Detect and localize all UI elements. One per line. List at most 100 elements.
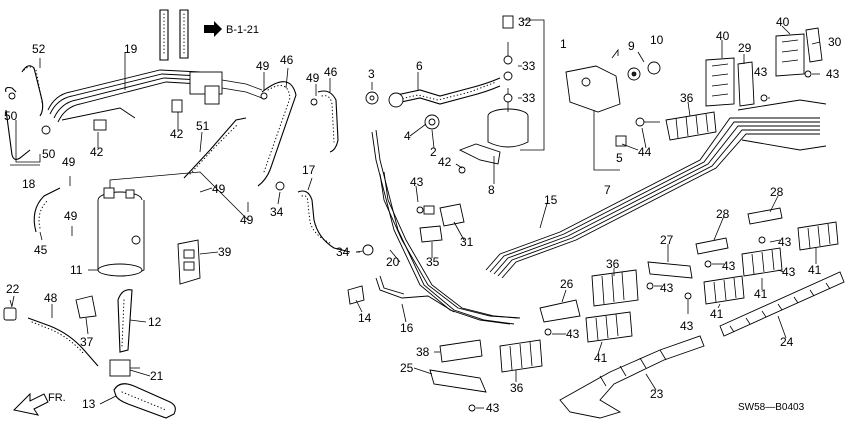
callout-22[interactable]: 22	[6, 282, 20, 296]
callout-51[interactable]: 51	[196, 119, 210, 133]
callout-1[interactable]: 1	[560, 37, 567, 51]
part-clip-14[interactable]	[347, 285, 365, 305]
part-hose-46a[interactable]	[257, 81, 297, 187]
callout-34-b[interactable]: 34	[336, 245, 350, 259]
part-vertical-hoses[interactable]	[159, 9, 189, 61]
callout-13[interactable]: 13	[82, 397, 96, 411]
part-bracket-28b[interactable]	[695, 237, 729, 255]
part-clamp-37[interactable]	[75, 295, 97, 319]
callout-6[interactable]: 6	[416, 59, 423, 73]
part-clamp-41d[interactable]	[585, 311, 633, 343]
part-junction-block[interactable]	[93, 71, 263, 131]
part-clip-34[interactable]	[355, 244, 374, 256]
callout-14[interactable]: 14	[358, 311, 372, 325]
callout-43-g[interactable]: 43	[660, 281, 674, 295]
part-bracket-25[interactable]	[429, 369, 487, 393]
callout-3[interactable]: 3	[368, 67, 375, 81]
callout-42-b[interactable]: 42	[90, 145, 104, 159]
part-bracket-8[interactable]	[458, 143, 501, 174]
callout-25[interactable]: 25	[400, 361, 414, 375]
part-clamp-41b[interactable]	[741, 247, 783, 277]
callout-43-f[interactable]: 43	[782, 265, 796, 279]
part-fuel-filter[interactable]	[487, 15, 529, 148]
callout-48[interactable]: 48	[44, 291, 58, 305]
part-bolt-44[interactable]	[635, 117, 660, 127]
part-washer-3[interactable]	[365, 91, 379, 105]
callout-36-c[interactable]: 36	[510, 381, 524, 395]
callout-41-a[interactable]: 41	[808, 263, 822, 277]
callout-43-a[interactable]: 43	[754, 65, 768, 79]
part-bracket-27[interactable]	[647, 261, 693, 279]
callout-34-a[interactable]: 34	[270, 205, 284, 219]
callout-45[interactable]: 45	[34, 243, 48, 257]
part-hose-13[interactable]	[113, 383, 176, 419]
callout-33-a[interactable]: 33	[522, 59, 536, 73]
section-reference[interactable]: B-1-21	[204, 21, 259, 37]
callout-33-b[interactable]: 33	[522, 91, 536, 105]
part-bolts-43-lower[interactable]	[416, 206, 766, 412]
callout-49-a[interactable]: 49	[256, 59, 270, 73]
callout-49-c[interactable]: 49	[62, 155, 76, 169]
part-protector-24[interactable]	[719, 271, 845, 337]
part-hose-45[interactable]	[33, 187, 61, 233]
part-hose-51[interactable]	[183, 117, 247, 179]
callout-41-c[interactable]: 41	[710, 307, 724, 321]
callout-20[interactable]: 20	[386, 255, 400, 269]
part-bracket-29[interactable]	[737, 61, 755, 107]
callout-36-b[interactable]: 36	[606, 257, 620, 271]
callout-49-e[interactable]: 49	[212, 182, 226, 196]
callout-28-a[interactable]: 28	[770, 185, 784, 199]
part-clamp-36b[interactable]	[591, 269, 639, 307]
part-bracket-26[interactable]	[539, 299, 581, 323]
callout-19[interactable]: 19	[124, 42, 138, 56]
callout-4[interactable]: 4	[404, 129, 411, 143]
part-protector-23[interactable]	[559, 335, 705, 419]
part-bracket-30[interactable]	[805, 27, 823, 63]
part-clamp-41a[interactable]	[797, 221, 839, 251]
callout-31[interactable]: 31	[460, 235, 474, 249]
callout-41-b[interactable]: 41	[754, 287, 768, 301]
callout-43-e[interactable]: 43	[722, 259, 736, 273]
callout-52[interactable]: 52	[32, 42, 46, 56]
part-hose-50[interactable]	[5, 109, 51, 166]
callout-24[interactable]: 24	[780, 335, 794, 349]
callout-12[interactable]: 12	[148, 315, 162, 329]
callout-23[interactable]: 23	[650, 387, 664, 401]
callout-43-b[interactable]: 43	[826, 67, 840, 81]
part-hose-6[interactable]	[388, 77, 501, 108]
part-clip-5[interactable]	[615, 135, 627, 147]
callout-11[interactable]: 11	[70, 263, 83, 277]
callout-50-left[interactable]: 50	[4, 109, 18, 123]
part-bolt-43-top[interactable]	[760, 70, 812, 102]
callout-15[interactable]: 15	[544, 193, 558, 207]
callout-32[interactable]: 32	[518, 15, 532, 29]
callout-16[interactable]: 16	[400, 321, 414, 335]
callout-30[interactable]: 30	[828, 35, 842, 49]
callout-38[interactable]: 38	[416, 345, 430, 359]
callout-18[interactable]: 18	[22, 177, 36, 191]
callout-7[interactable]: 7	[604, 183, 611, 197]
part-pipe-20[interactable]	[371, 129, 521, 325]
part-fitting-22[interactable]	[3, 299, 17, 321]
part-clip-35[interactable]	[419, 225, 443, 243]
callout-43-d[interactable]: 43	[778, 235, 792, 249]
part-pipe-16[interactable]	[375, 275, 455, 313]
callout-41-d[interactable]: 41	[594, 351, 608, 365]
callout-43-j[interactable]: 43	[486, 401, 500, 415]
callout-35[interactable]: 35	[426, 255, 440, 269]
part-clamp-41c[interactable]	[703, 275, 745, 305]
part-clamp-36c[interactable]	[499, 339, 543, 373]
callout-10[interactable]: 10	[650, 33, 664, 47]
callout-50-right[interactable]: 50	[42, 147, 56, 161]
callout-26[interactable]: 26	[560, 277, 574, 291]
callout-17[interactable]: 17	[302, 163, 316, 177]
callout-8[interactable]: 8	[488, 183, 495, 197]
part-cap-10[interactable]	[647, 61, 661, 75]
part-hose-17[interactable]	[275, 181, 351, 253]
callout-29[interactable]: 29	[738, 41, 752, 55]
callout-40-b[interactable]: 40	[776, 15, 790, 29]
callout-49-b[interactable]: 49	[306, 71, 320, 85]
part-hose-46b[interactable]	[310, 90, 339, 153]
part-grommet-9[interactable]	[627, 67, 641, 81]
callout-27[interactable]: 27	[660, 233, 674, 247]
